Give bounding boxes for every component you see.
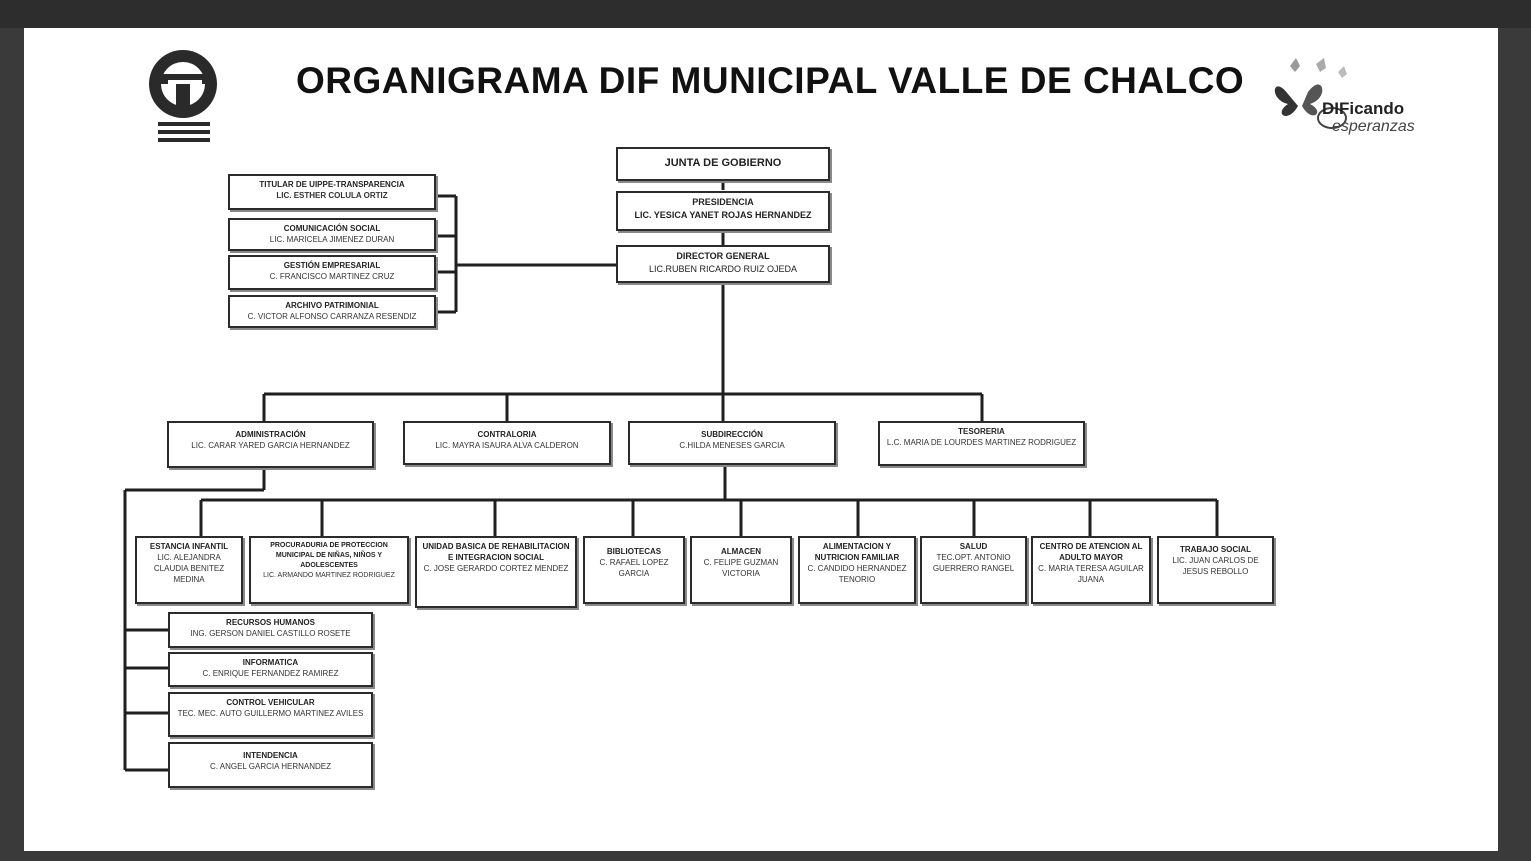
node-gestion-empresarial: GESTIÓN EMPRESARIAL C. FRANCISCO MARTINE… xyxy=(228,255,436,290)
node-tesoreria: TESORERIA L.C. MARIA DE LOURDES MARTINEZ… xyxy=(878,421,1085,466)
node-director-general: DIRECTOR GENERAL LIC.RUBEN RICARDO RUIZ … xyxy=(616,245,830,283)
node-presidencia: PRESIDENCIA LIC. YESICA YANET ROJAS HERN… xyxy=(616,191,830,231)
node-bibliotecas: BIBLIOTECAS C. RAFAEL LOPEZ GARCIA xyxy=(583,536,685,604)
node-uippe-transparencia: TITULAR DE UIPPE-TRANSPARENCIA LIC. ESTH… xyxy=(228,174,436,210)
node-adulto-mayor: CENTRO DE ATENCION AL ADULTO MAYOR C. MA… xyxy=(1031,536,1151,604)
page-title: ORGANIGRAMA DIF MUNICIPAL VALLE DE CHALC… xyxy=(296,60,1245,101)
window-top-bar xyxy=(0,0,1531,28)
municipal-seal-logo xyxy=(149,50,217,142)
node-informatica: INFORMATICA C. ENRIQUE FERNANDEZ RAMIREZ xyxy=(168,652,373,687)
node-estancia-infantil: ESTANCIA INFANTIL LIC. ALEJANDRA CLAUDIA… xyxy=(135,536,243,604)
node-recursos-humanos: RECURSOS HUMANOS ING. GERSON DANIEL CAST… xyxy=(168,612,373,648)
node-subdireccion: SUBDIRECCIÓN C.HILDA MENESES GARCIA xyxy=(628,421,836,465)
node-salud: SALUD TEC.OPT. ANTONIO GUERRERO RANGEL xyxy=(920,536,1027,604)
node-unidad-rehabilitacion: UNIDAD BASICA DE REHABILITACION E INTEGR… xyxy=(415,536,577,608)
node-intendencia: INTENDENCIA C. ANGEL GARCIA HERNANDEZ xyxy=(168,742,373,788)
difcando-logo-text: DIFicando esperanzas xyxy=(1322,99,1415,136)
node-control-vehicular: CONTROL VEHICULAR TEC. MEC. AUTO GUILLER… xyxy=(168,692,373,737)
node-comunicacion-social: COMUNICACIÓN SOCIAL LIC. MARICELA JIMENE… xyxy=(228,218,436,251)
node-procuraduria: PROCURADURIA DE PROTECCION MUNICIPAL DE … xyxy=(249,536,409,604)
node-almacen: ALMACEN C. FELIPE GUZMAN VICTORIA xyxy=(690,536,792,604)
node-trabajo-social: TRABAJO SOCIAL LIC. JUAN CARLOS DE JESUS… xyxy=(1157,536,1274,604)
node-contraloria: CONTRALORIA LIC. MAYRA ISAURA ALVA CALDE… xyxy=(403,421,611,465)
difcando-butterfly-logo xyxy=(1274,58,1347,129)
node-archivo-patrimonial: ARCHIVO PATRIMONIAL C. VICTOR ALFONSO CA… xyxy=(228,295,436,328)
node-junta-de-gobierno: JUNTA DE GOBIERNO xyxy=(616,147,830,181)
node-administracion: ADMINISTRACIÓN LIC. CARAR YARED GARCIA H… xyxy=(167,421,374,468)
node-alimentacion-nutricion: ALIMENTACION Y NUTRICION FAMILIAR C. CAN… xyxy=(798,536,916,604)
